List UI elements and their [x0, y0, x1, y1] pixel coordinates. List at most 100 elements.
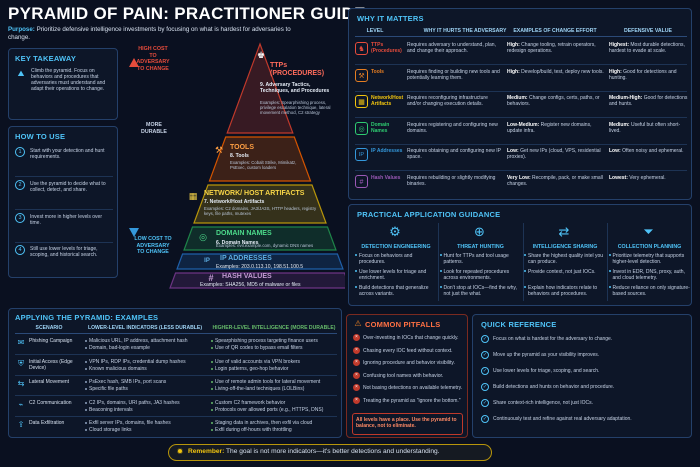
high-intel: Custom C2 framework behavior	[215, 399, 286, 406]
key-takeaway-panel: KEY TAKEAWAY ⛰ Climb the pyramid. Focus …	[8, 48, 118, 120]
divider	[355, 170, 687, 172]
divider	[355, 143, 687, 145]
why-hurts-text: Requires reconfiguring infrastructure an…	[407, 95, 488, 108]
pyramid-layer	[208, 136, 312, 182]
key-takeaway-text: Climb the pyramid. Focus on behaviors an…	[31, 68, 106, 92]
why-column-header: WHY IT HURTS THE ADVERSARY	[423, 28, 507, 34]
divider	[15, 395, 337, 397]
key-takeaway-title: KEY TAKEAWAY	[15, 54, 77, 63]
practical-bullet: Don't stop at IOCs—find the why, not jus…	[443, 285, 517, 297]
divider	[15, 415, 337, 417]
effort-level: Low:	[507, 148, 519, 155]
network-host-icon: ▦	[355, 95, 368, 109]
pyramid-layer	[193, 184, 327, 224]
why-value-text: Highest: Most durable detections, hardes…	[609, 42, 689, 54]
bullet-dot	[211, 367, 213, 370]
effort-level: Low-Medium:	[507, 121, 540, 128]
tools-icon: ⚒	[355, 68, 368, 82]
why-column-header: EXAMPLES OF CHANGE EFFORT	[513, 28, 597, 34]
why-hurts-text: Requires finding or building new tools a…	[407, 68, 500, 81]
pitfalls-note	[352, 413, 463, 435]
bullet-dot	[211, 360, 213, 363]
low-indicator: Beaconing intervals	[89, 406, 133, 413]
bullet-dot	[608, 270, 611, 272]
pyramid-level-subtitle: 7. Network/Host Artifacts	[204, 199, 265, 205]
why-effort-text: High: Change tooling, retrain operators,…	[507, 42, 605, 54]
quick-reference-item: Move up the pyramid as your visibility i…	[493, 352, 600, 358]
high-intel: Use of valid accounts via VPN brokers	[215, 358, 301, 365]
value-detail: Often noisy and ephemeral.	[622, 148, 684, 155]
practical-column-title: COLLECTION PLANNING	[617, 244, 682, 250]
why-effort-text: Very Low: Recompile, pack, or make small…	[507, 175, 605, 187]
pyramid-layer	[176, 253, 344, 270]
value-detail: Useful but often short-lived.	[609, 121, 681, 134]
value-level: Highest:	[609, 42, 629, 48]
why-column-header: DEFENSIVE VALUE	[623, 28, 673, 34]
bullet-dot	[211, 347, 213, 349]
purpose-statement: Purpose: Prioritize defensive intelligen…	[8, 26, 308, 41]
value-level: Medium-High:	[609, 95, 643, 102]
more-durable-label: MORE DURABLE	[141, 122, 167, 135]
value-level: Medium:	[609, 121, 630, 128]
high-intel: Use of QR codes to bypass email filters	[215, 345, 303, 351]
common-pitfalls-panel: ⚠ COMMON PITFALLS All levels have a plac…	[346, 314, 468, 438]
pyramid-level-examples: Examples: Cobalt Strike, Mimikatz, PsExe…	[230, 160, 297, 171]
lateral-arrows-icon: ⇆	[17, 379, 25, 389]
upload-icon: ⇪	[17, 420, 25, 430]
why-level-name: Tools	[371, 68, 384, 75]
why-effort-text: Medium: Change configs, certs, paths, or…	[507, 95, 605, 107]
pyramid-level-subtitle: 6. Domain Names	[216, 240, 259, 246]
bullet-dot	[524, 270, 526, 272]
why-it-matters-title: WHY IT MATTERS	[357, 14, 424, 23]
why-level-name: Domain Names	[371, 121, 390, 134]
shield-icon: ⛨	[18, 358, 24, 368]
scenario-name: C2 Communication	[29, 399, 72, 406]
practical-column-title: INTELLIGENCE SHARING	[532, 244, 598, 250]
pyramid-level-examples: Examples: Spearphishing process, privile…	[260, 100, 331, 116]
x-icon: ×	[353, 359, 360, 367]
low-indicator: Malicious URL, IP address, attachment ha…	[89, 338, 188, 344]
pyramid-layer	[183, 226, 337, 251]
bullet-dot	[355, 254, 357, 256]
practical-bullet: Use lower levels for triage and enrichme…	[359, 269, 427, 281]
pyramid-level-title: DOMAIN NAMES	[216, 230, 272, 237]
low-indicator: Cloud storage links	[89, 427, 132, 434]
step-number: 3	[15, 213, 25, 223]
bullet-dot	[608, 286, 611, 288]
why-effort-text: Low: Get new IPs (cloud, VPS, residentia…	[507, 148, 605, 160]
pyramid-area: HIGH COST TO ADVERSARY TO CHANGE MORE DU…	[120, 40, 345, 290]
effort-detail: Change configs, certs, paths, or behavio…	[507, 95, 600, 108]
high-intel: Exfil during off-hours with throttling	[215, 427, 292, 434]
bullet-dot	[211, 429, 213, 432]
applying-column-header: SCENARIO	[35, 325, 63, 331]
globe-icon: ◎	[355, 121, 368, 135]
low-indicator: PsExec hash, SMB IPs, port scans	[89, 379, 167, 386]
why-level-name: TTPs (Procedures)	[371, 42, 402, 54]
bullet-dot	[85, 422, 87, 425]
practical-bullet: Look for repeated procedures across envi…	[443, 269, 510, 281]
pyramid-layer	[226, 42, 294, 134]
common-pitfalls-title: COMMON PITFALLS	[365, 320, 441, 329]
why-effort-text: Low-Medium: Register new domains, update…	[507, 122, 605, 134]
pyramid-layer	[169, 272, 345, 289]
bullet-dot	[211, 408, 213, 411]
footer-label: Remember:	[188, 448, 225, 455]
why-value-text: Medium-High: Good for detections and hun…	[609, 95, 689, 107]
low-indicator: Known malicious domains	[89, 365, 147, 372]
effort-detail: Register new domains, update infra.	[507, 121, 592, 134]
low-indicator: VPN IPs, RDP IPs, credential dump hashes	[89, 358, 186, 365]
bullet-dot	[85, 401, 87, 404]
warning-icon: ⚠	[354, 319, 362, 328]
check-icon: ✓	[481, 351, 489, 359]
divider	[355, 117, 687, 119]
bullet-dot	[439, 286, 442, 288]
quick-reference-item: Use lower levels for triage, scoping, an…	[493, 368, 600, 374]
check-icon: ✓	[481, 415, 489, 423]
practical-bullet: Focus on behaviors and procedures.	[359, 253, 413, 265]
practical-bullet: Prioritize telemetry that supports highe…	[612, 253, 685, 265]
high-cost-label: HIGH COST TO ADVERSARY TO CHANGE	[136, 46, 170, 72]
bullet-dot	[211, 381, 213, 384]
network-host-icon: ▦	[188, 191, 198, 201]
divider	[355, 36, 687, 37]
